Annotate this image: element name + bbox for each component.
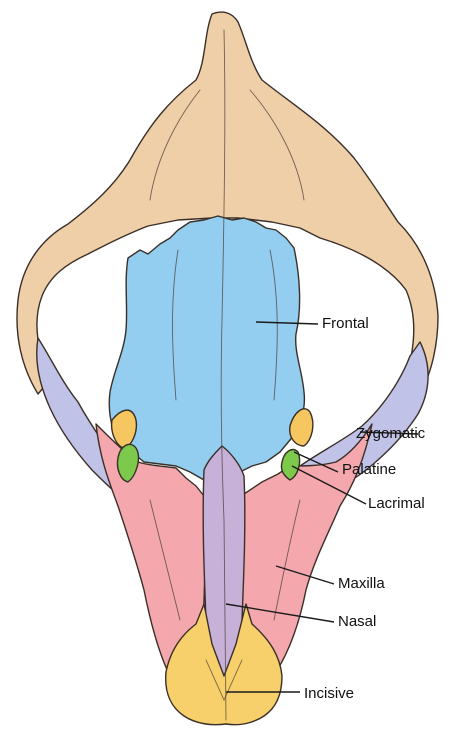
label-maxilla: Maxilla [338,576,385,591]
label-lacrimal: Lacrimal [368,496,425,511]
label-palatine: Palatine [342,462,396,477]
frontal-bone [109,216,304,486]
label-incisive: Incisive [304,686,354,701]
label-frontal: Frontal [322,316,369,331]
label-nasal: Nasal [338,614,376,629]
label-zygomatic: Zygomatic [356,426,425,441]
